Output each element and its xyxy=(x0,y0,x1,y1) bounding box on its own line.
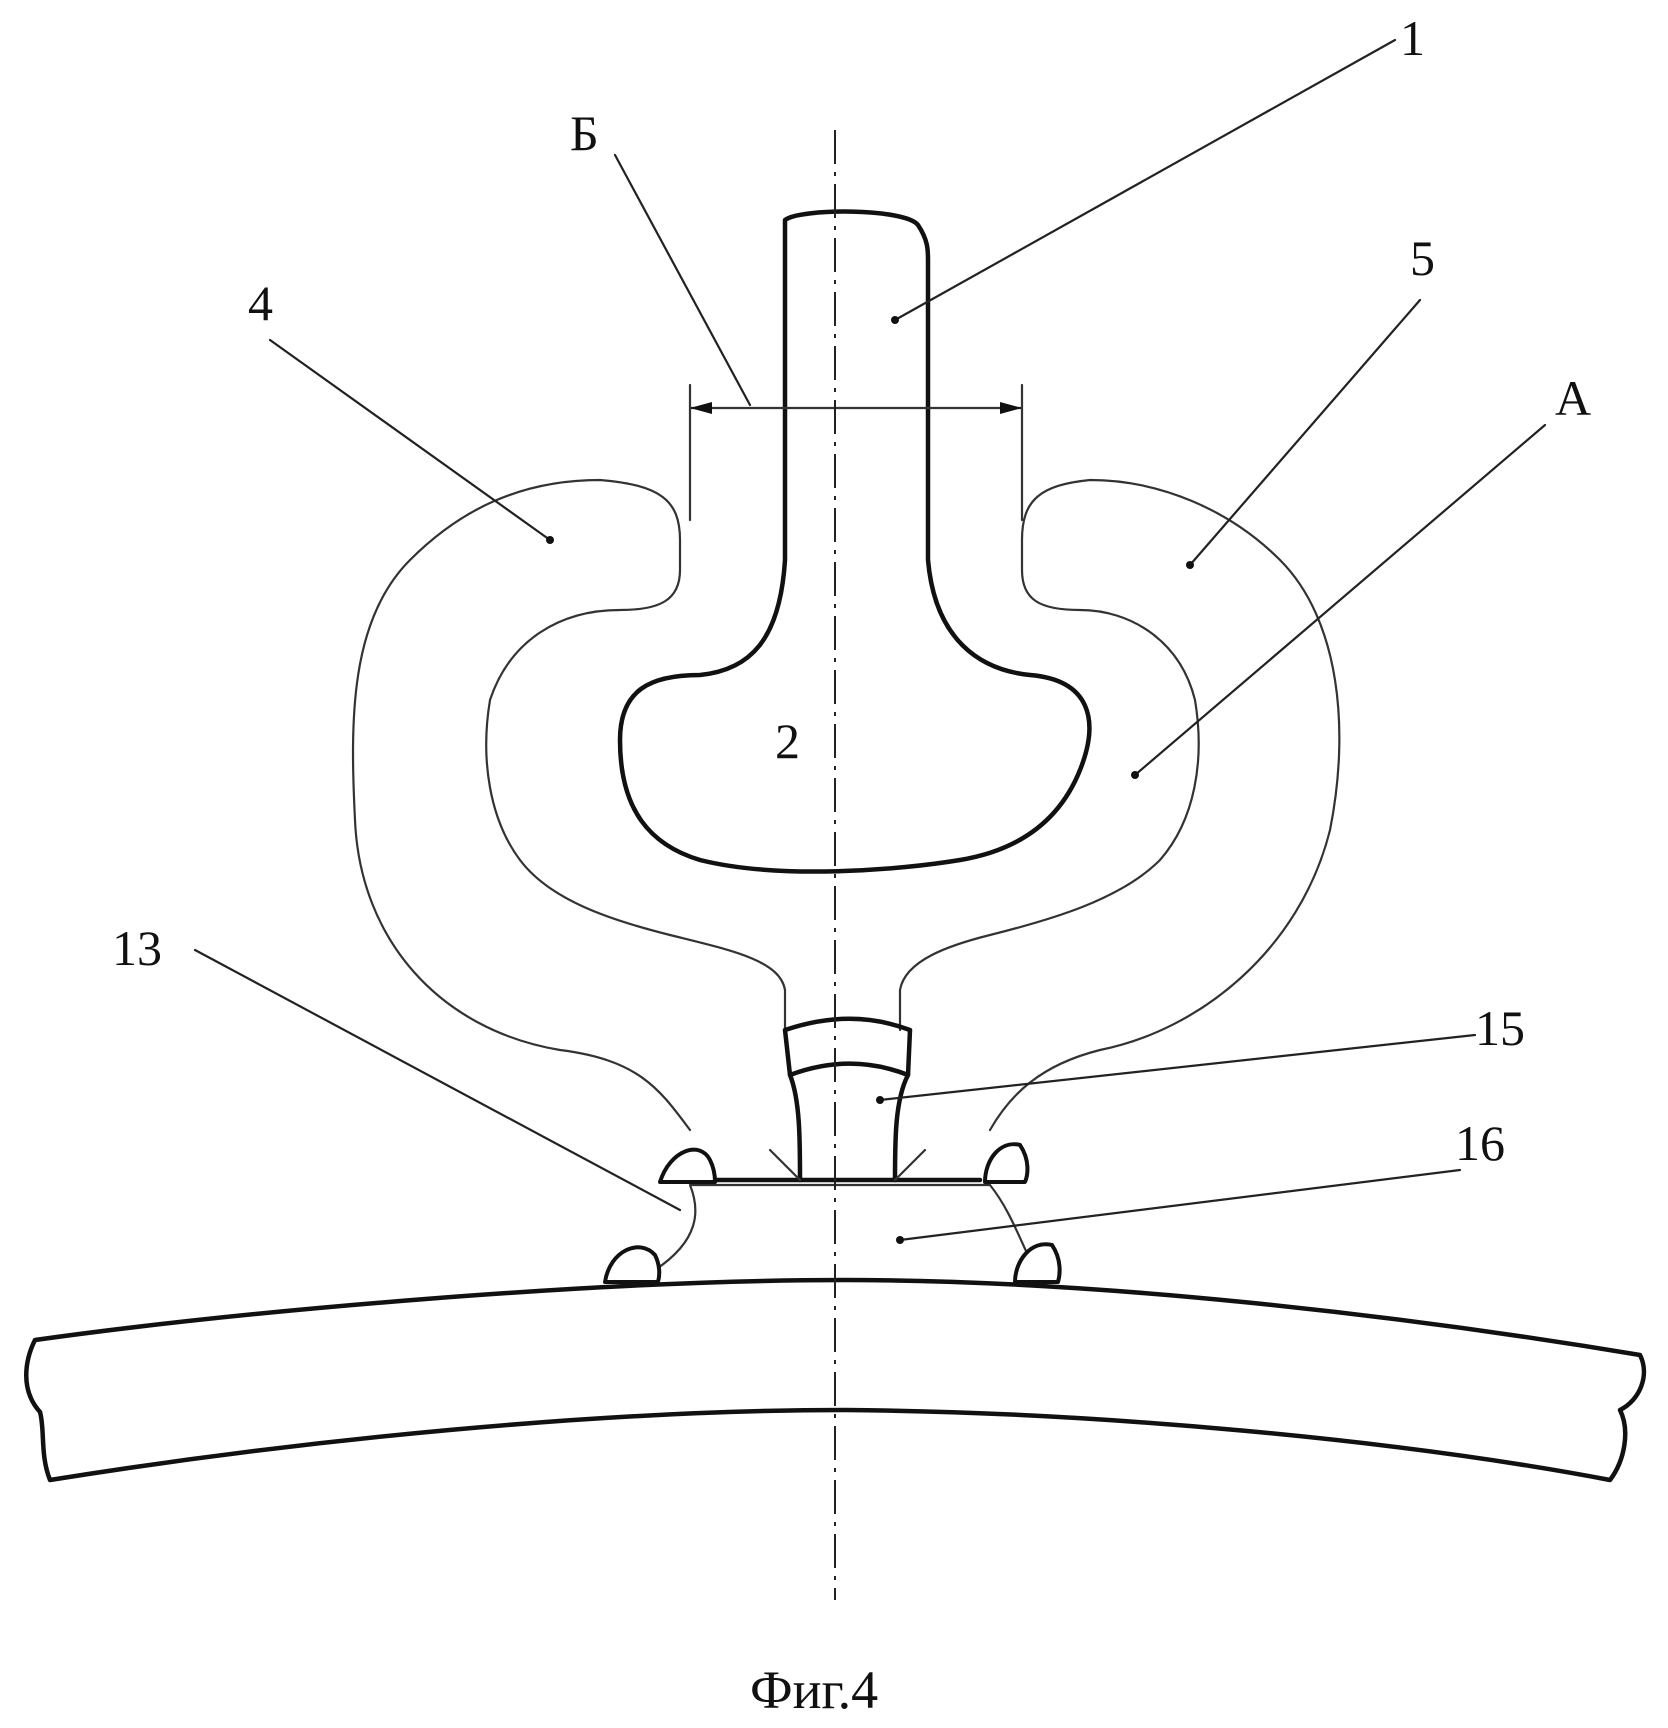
left-clamp xyxy=(351,478,787,1132)
label-B: Б xyxy=(570,105,599,161)
weld-upper-right xyxy=(983,1142,1030,1184)
central-post xyxy=(617,209,1092,874)
weld-upper-left xyxy=(658,1147,717,1184)
leader-5 xyxy=(1188,298,1422,567)
foot-bevel-left xyxy=(768,1148,802,1182)
figure-caption: Фиг.4 xyxy=(750,1660,878,1720)
leader-15 xyxy=(878,1033,1477,1102)
dimension-arrow-left xyxy=(690,402,712,414)
label-A: А xyxy=(1555,370,1591,426)
leader-A xyxy=(1133,423,1547,777)
leader-dot-15 xyxy=(876,1096,884,1104)
label-13: 13 xyxy=(112,920,162,976)
label-4: 4 xyxy=(248,275,273,331)
connector-band xyxy=(782,1016,913,1078)
weld-lower-left xyxy=(603,1245,662,1284)
leader-16 xyxy=(898,1168,1462,1242)
label-15: 15 xyxy=(1475,1000,1525,1056)
leader-4 xyxy=(268,338,552,542)
leader-dot-16 xyxy=(896,1236,904,1244)
dimension-arrow-right xyxy=(1000,402,1022,414)
label-2: 2 xyxy=(775,713,800,769)
label-5: 5 xyxy=(1410,230,1435,286)
leader-1 xyxy=(893,38,1397,322)
right-clamp xyxy=(898,478,1341,1132)
leader-B xyxy=(613,153,752,407)
leader-13 xyxy=(193,948,682,1212)
base-plate xyxy=(24,1277,1647,1483)
leader-dot-5 xyxy=(1186,561,1194,569)
leader-dot-4 xyxy=(546,536,554,544)
foot-bevel-right xyxy=(893,1148,927,1182)
lower-stem xyxy=(787,1072,911,1183)
label-1: 1 xyxy=(1400,10,1425,66)
leader-dot-A xyxy=(1131,771,1139,779)
label-16: 16 xyxy=(1455,1115,1505,1171)
weld-lower-right xyxy=(1013,1242,1062,1284)
leader-dot-1 xyxy=(891,316,899,324)
foot-body xyxy=(653,1183,1037,1272)
